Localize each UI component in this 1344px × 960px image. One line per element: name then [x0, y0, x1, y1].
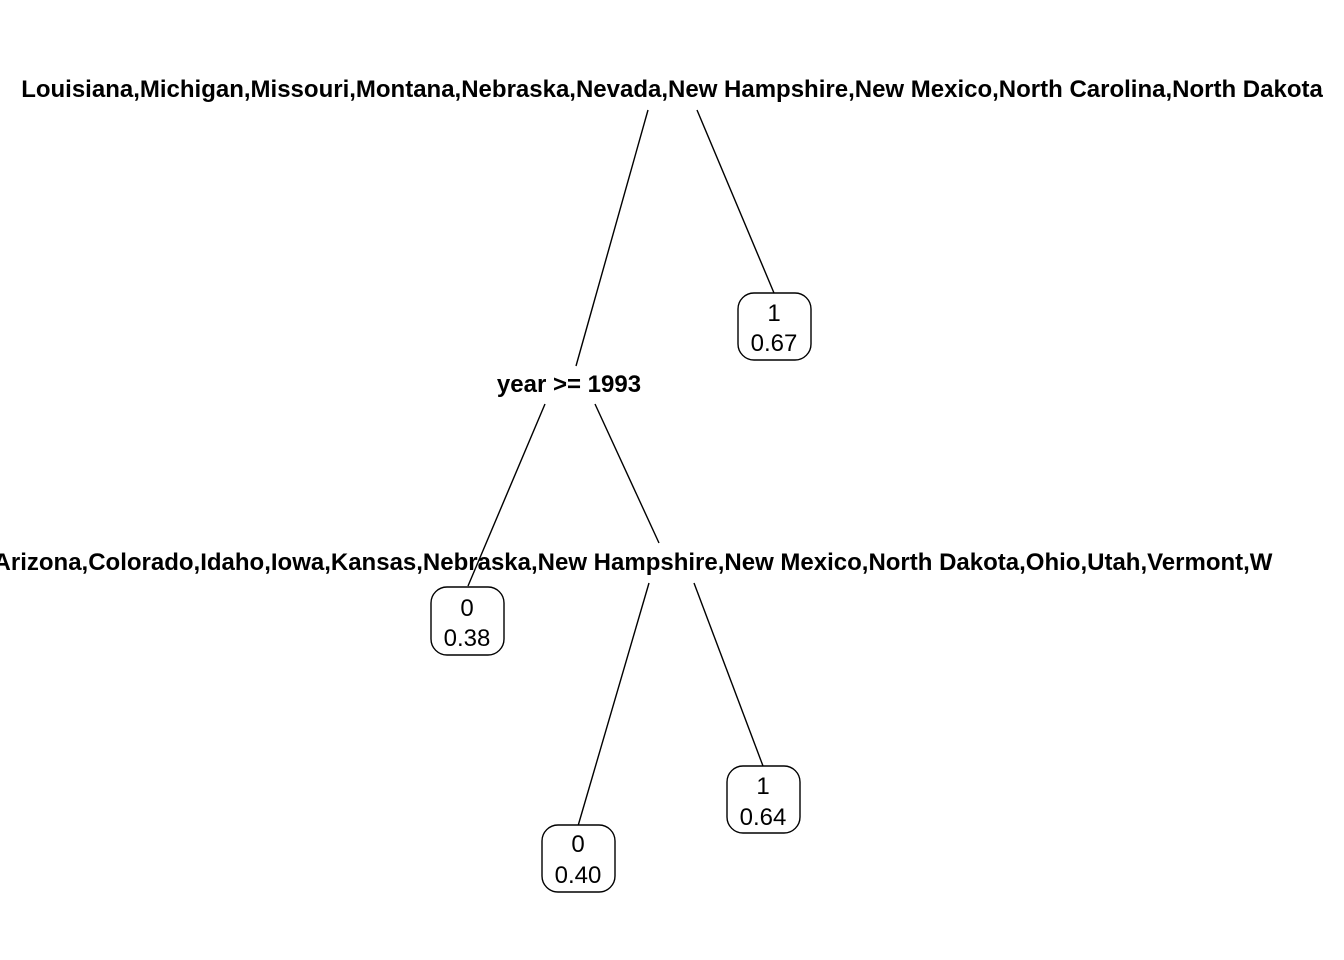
leaf-node-d: 1 0.64 [726, 765, 801, 834]
leaf-class-d: 1 [756, 773, 769, 800]
edge-year-to-state-node [594, 403, 660, 544]
leaf-prob-c: 0.40 [555, 862, 602, 889]
split-label-year: year >= 1993 [497, 371, 641, 398]
leaf-box-b [430, 586, 505, 656]
leaf-box-a [737, 292, 812, 361]
leaf-box-c [541, 824, 616, 893]
edge-root-to-year-node [575, 109, 649, 367]
leaf-class-b: 0 [460, 595, 473, 622]
edge-year-to-leaf-b [467, 403, 546, 587]
split-label-root: Louisiana,Michigan,Missouri,Montana,Nebr… [21, 76, 1323, 103]
leaf-class-a: 1 [767, 300, 780, 327]
leaf-class-c: 0 [571, 831, 584, 858]
leaf-prob-b: 0.38 [444, 625, 491, 652]
leaf-box-d [726, 765, 801, 834]
edge-state-to-leaf-d [693, 582, 764, 767]
leaf-node-c: 0 0.40 [541, 824, 616, 893]
split-label-state: Arizona,Colorado,Idaho,Iowa,Kansas,Nebra… [0, 549, 1273, 576]
leaf-prob-a: 0.67 [751, 330, 798, 357]
leaf-prob-d: 0.64 [740, 804, 787, 831]
edge-root-to-leaf-a [696, 109, 775, 294]
leaf-node-b: 0 0.38 [430, 586, 505, 656]
leaf-node-a: 1 0.67 [737, 292, 812, 361]
edge-state-to-leaf-c [577, 582, 650, 827]
